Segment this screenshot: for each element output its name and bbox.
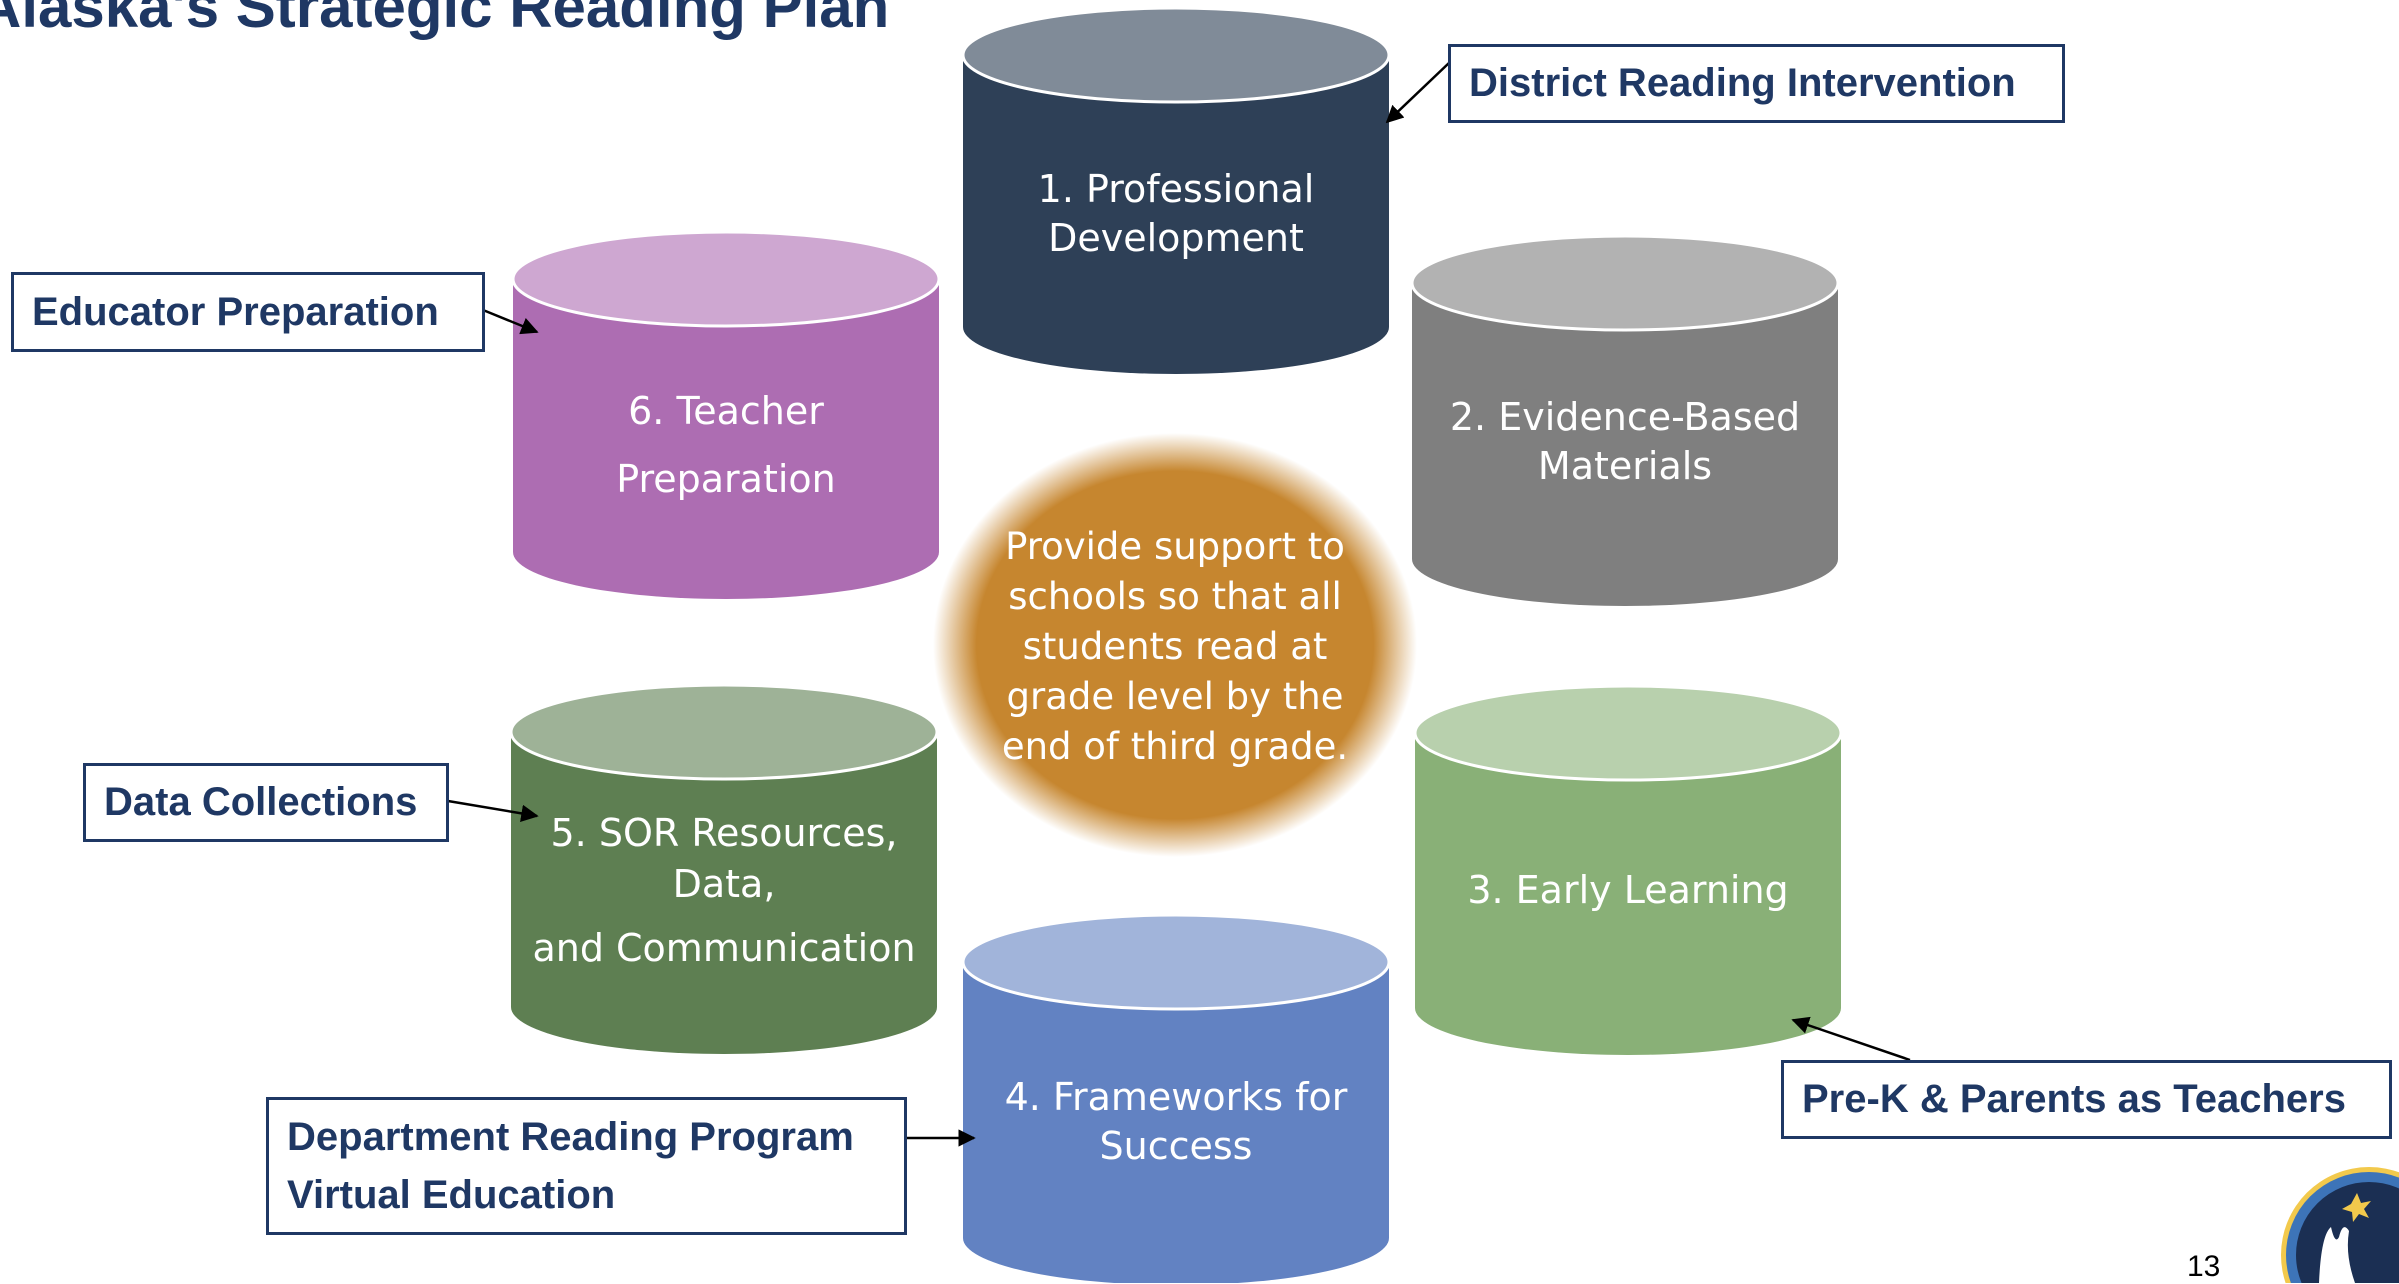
cylinder-body <box>1412 283 1838 606</box>
arrow-prek <box>1791 1016 1911 1062</box>
pillar-label-3: 3. Early Learning <box>1467 868 1789 912</box>
pillar-cylinder-2 <box>1410 234 1840 606</box>
pillar-cylinders <box>509 6 1843 1283</box>
center-goal-text: Provide support to schools so that all s… <box>1001 525 1349 768</box>
page-title: Alaska's Strategic Reading Plan <box>0 0 890 40</box>
pillar-cylinder-4 <box>961 913 1391 1283</box>
pillar-label-2: 2. Evidence-Based Materials <box>1449 395 1801 489</box>
pillar-label-1: 1. Professional Development <box>1037 167 1315 261</box>
arrow-district <box>1385 61 1451 124</box>
cylinder-top <box>961 6 1391 104</box>
callout-department-reading-program: Department Reading Program Virtual Educa… <box>266 1097 907 1235</box>
pillar-cylinder-6 <box>511 230 941 599</box>
arrow-data <box>447 799 539 823</box>
cylinder-body <box>1415 733 1841 1055</box>
pillar-label-5: 5. SOR Resources, Data, and Communicatio… <box>532 811 916 970</box>
callout-arrows <box>447 61 1911 1147</box>
callout-educator-preparation: Educator Preparation <box>11 272 485 352</box>
cylinder-body <box>511 732 937 1054</box>
pillar-cylinder-3 <box>1413 684 1843 1055</box>
pillar-cylinder-1 <box>961 6 1391 374</box>
cylinder-body <box>513 279 939 599</box>
callout-data-collections: Data Collections <box>83 763 449 842</box>
page-number: 13 <box>2187 1250 2221 1283</box>
cylinder-top <box>511 230 941 328</box>
cylinder-top <box>1410 234 1840 332</box>
callout-prek-parents-as-teachers: Pre-K & Parents as Teachers <box>1781 1060 2392 1139</box>
cylinder-top <box>509 683 939 781</box>
pillar-label-4: 4. Frameworks for Success <box>1004 1075 1348 1169</box>
cylinder-top <box>1413 684 1843 782</box>
cylinder-body <box>963 962 1389 1283</box>
cylinder-top <box>961 913 1391 1011</box>
arrow-educator <box>482 308 539 335</box>
callout-district-reading-intervention: District Reading Intervention <box>1448 44 2065 123</box>
center-goal-circle <box>933 433 1417 857</box>
pillar-cylinder-5 <box>509 683 939 1054</box>
alaska-department-seal-logo <box>2281 1167 2399 1283</box>
pillar-label-6: 6. Teacher Preparation <box>616 389 836 502</box>
cylinder-body <box>963 55 1389 374</box>
